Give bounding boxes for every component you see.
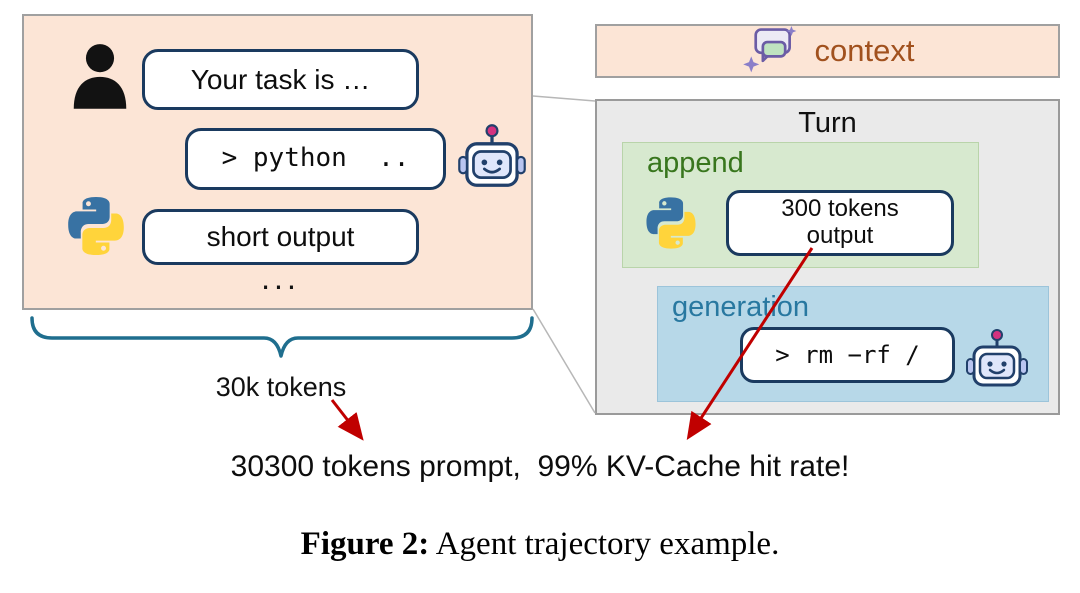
task-bubble: Your task is …: [142, 49, 419, 110]
output-bubble-text: short output: [206, 221, 355, 253]
trajectory-panel: Your task is … > python ..: [22, 14, 533, 310]
generation-section: generation > rm −rf /: [657, 286, 1049, 402]
context-bar: context: [595, 24, 1060, 78]
append-tokens-line2: output: [806, 222, 874, 249]
arrow-30k-to-annotation: [330, 399, 364, 441]
token-count-label: 30k tokens: [215, 372, 347, 402]
robot-icon: [965, 327, 1029, 393]
figure-caption-prefix: Figure 2:: [300, 526, 430, 562]
append-label: append: [647, 147, 744, 179]
command-bubble-text: > python ..: [221, 143, 410, 174]
zoom-connector-top: [532, 95, 596, 102]
turn-title: Turn: [798, 107, 857, 139]
context-label: context: [814, 33, 915, 68]
turn-panel: Turn append 300 tokens output generation…: [595, 99, 1060, 415]
generation-label: generation: [672, 291, 810, 323]
user-icon: [70, 40, 130, 110]
append-section: append 300 tokens output: [622, 142, 979, 268]
command-bubble: > python ..: [185, 128, 446, 190]
append-tokens-line1: 300 tokens: [781, 195, 899, 223]
output-bubble: short output: [142, 209, 419, 265]
append-tokens-bubble: 300 tokens output: [726, 190, 954, 256]
tokens-brace: [30, 316, 534, 358]
zoom-connector-bottom: [532, 308, 596, 414]
figure-caption-text: Agent trajectory example.: [429, 526, 780, 562]
generation-command-text: > rm −rf /: [775, 340, 920, 369]
python-icon: [62, 192, 130, 260]
robot-icon: [457, 122, 527, 194]
python-icon: [641, 193, 701, 253]
figure-caption: Figure 2: Agent trajectory example.: [0, 526, 1080, 563]
prompt-annotation: 30300 tokens prompt, 99% KV-Cache hit ra…: [230, 450, 850, 483]
context-icon: [741, 26, 799, 76]
generation-command-bubble: > rm −rf /: [740, 327, 955, 383]
task-bubble-text: Your task is …: [190, 63, 371, 95]
trajectory-ellipsis: ...: [261, 260, 300, 296]
